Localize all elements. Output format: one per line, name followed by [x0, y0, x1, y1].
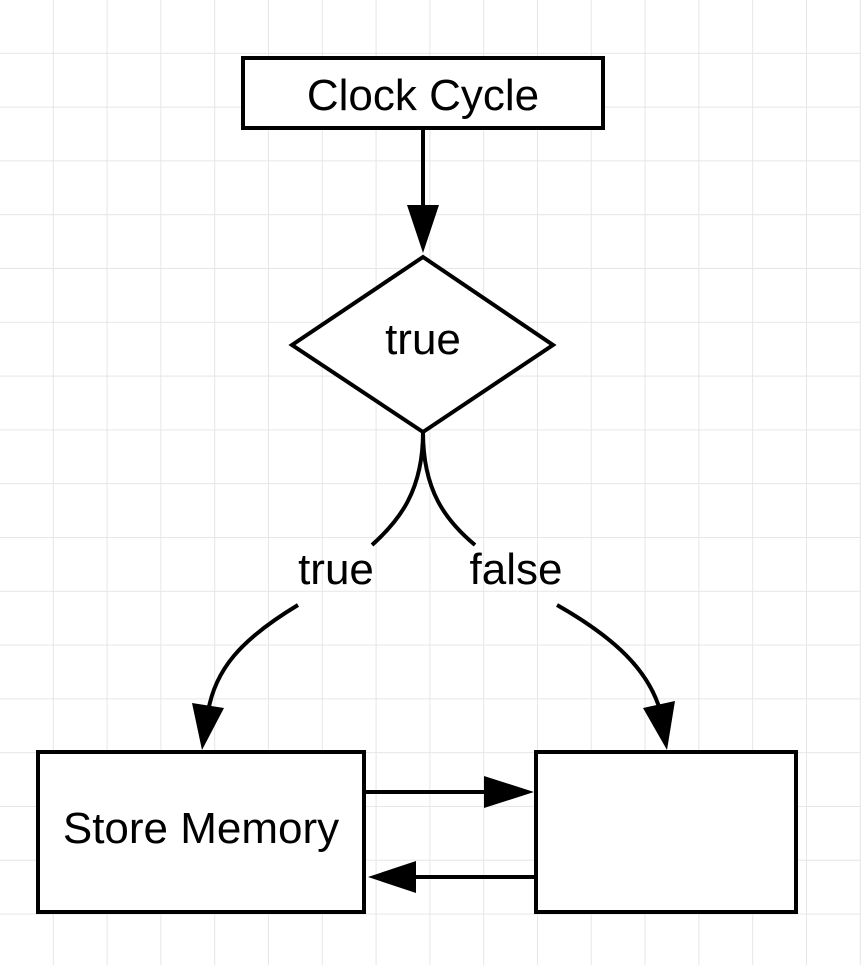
- store-memory-box: [36, 750, 366, 914]
- right-to-store-edge: [368, 861, 534, 893]
- store-to-right-edge: [366, 776, 534, 808]
- true-edge-arrowhead: [192, 703, 224, 750]
- false-edge-arrowhead: [643, 701, 675, 750]
- store-memory-node[interactable]: Store Memory: [36, 750, 366, 914]
- clock-cycle-box: [241, 56, 605, 130]
- decision-node[interactable]: true: [288, 254, 557, 435]
- clock-cycle-node[interactable]: Clock Cycle: [241, 56, 605, 130]
- store-memory-label: Store Memory: [63, 804, 339, 853]
- clock-cycle-label: Clock Cycle: [307, 71, 539, 120]
- clock-to-decision-edge: [407, 128, 439, 253]
- true-edge-label: true: [298, 545, 374, 594]
- arrowhead: [484, 776, 534, 808]
- arrowhead: [368, 861, 416, 893]
- false-branch-edge: false: [421, 431, 675, 750]
- true-edge-upper: [370, 431, 425, 547]
- arrowhead: [407, 205, 439, 253]
- false-edge-upper: [421, 431, 477, 547]
- false-edge-label: false: [470, 545, 563, 594]
- unlabeled-box: [534, 750, 798, 914]
- decision-label: true: [385, 315, 461, 364]
- true-branch-edge: true: [192, 431, 425, 750]
- unlabeled-node[interactable]: [534, 750, 798, 914]
- false-edge-lower: [556, 603, 662, 711]
- true-edge-lower: [206, 603, 300, 713]
